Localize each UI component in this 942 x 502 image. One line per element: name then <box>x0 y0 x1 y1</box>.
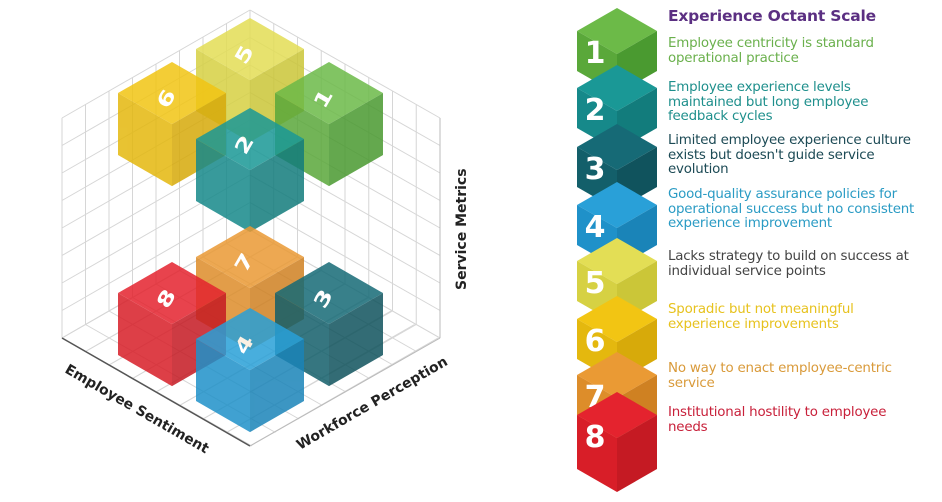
legend-desc-7: No way to enact employee-centric service <box>668 361 892 391</box>
axis-label-service-metrics: Service Metrics <box>454 168 470 290</box>
cube-2: 2 <box>196 108 304 233</box>
axis-line-right <box>249 337 441 447</box>
legend-cube-number-8: 8 <box>585 420 606 455</box>
axis-line-left <box>61 337 251 447</box>
legend-cube-number-4: 4 <box>585 210 606 245</box>
legend-desc-2: Employee experience levels maintained bu… <box>668 80 869 124</box>
legend-cube-number-1: 1 <box>585 36 606 71</box>
legend-title: Experience Octant Scale <box>668 7 876 25</box>
legend-cube-number-2: 2 <box>585 93 606 128</box>
legend-cube-number-5: 5 <box>585 266 606 301</box>
cube-8: 8 <box>118 262 226 387</box>
legend-cube-number-3: 3 <box>585 152 606 187</box>
legend-desc-6: Sporadic but not meaningful experience i… <box>668 302 854 332</box>
legend-desc-4: Good-quality assurance policies for oper… <box>668 187 915 231</box>
legend-desc-8: Institutional hostility to employee need… <box>668 405 887 435</box>
cube-4: 4 <box>196 308 304 433</box>
legend-desc-3: Limited employee experience culture exis… <box>668 133 911 177</box>
legend-desc-5: Lacks strategy to build on success at in… <box>668 249 909 279</box>
legend-cube-number-6: 6 <box>585 324 606 359</box>
legend-desc-1: Employee centricity is standard operatio… <box>668 36 874 66</box>
legend-cube-8: 8 <box>577 392 657 492</box>
